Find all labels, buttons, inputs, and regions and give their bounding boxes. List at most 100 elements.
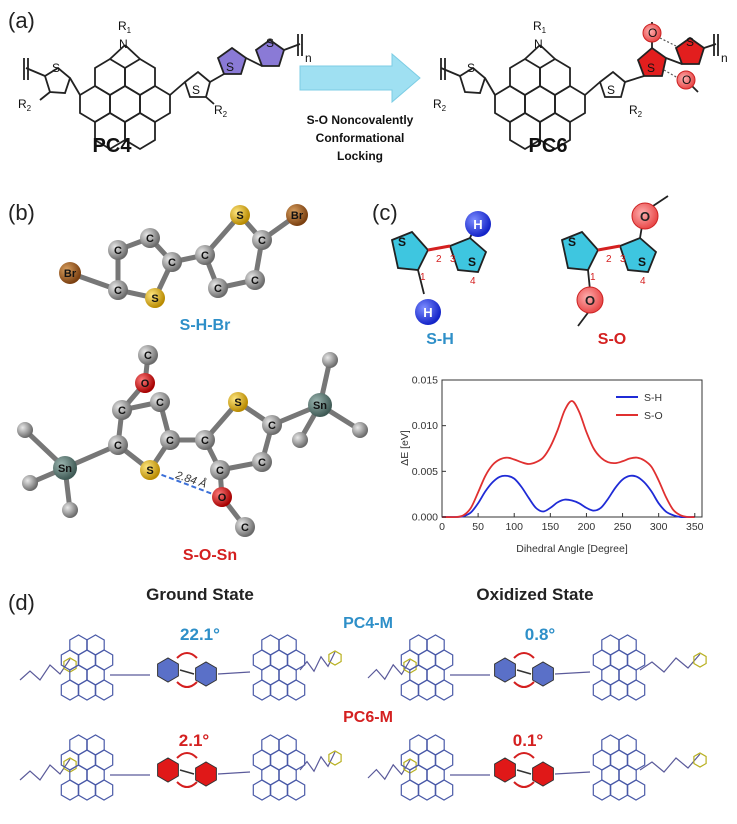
pc4-s-bithio2: S [266,36,274,50]
pc4-structure [23,34,303,151]
pc4-atom-labels: N R1 S S S S R2 R2 n [18,19,312,119]
pc6-o-bottom-label: O [682,73,691,87]
sh-h-bottom [415,299,441,325]
pc4-oxidized-model-chain-right [639,652,707,673]
pc4-oxidized-model-bithiophene [494,657,554,687]
svg-text:Br: Br [291,210,304,222]
svg-text:C: C [166,435,174,447]
svg-text:S: S [236,210,243,222]
pc6-oxygen-atoms [642,23,696,90]
x-tick-label: 0 [439,521,445,533]
pc4-ground-model-core-right [252,634,306,701]
pc6-ground-model-core-left [60,734,114,801]
arrow-caption-line3: Locking [337,149,383,163]
atom-c [252,452,272,472]
pc6-ground-model-rotation-arrow [176,781,198,788]
svg-text:2: 2 [606,254,612,265]
panel-b: (b) Br C C C C S C S C C C Br S-H-Br [8,200,368,564]
chart-ylabel: ΔE [eV] [399,430,411,466]
svg-text:C: C [258,235,266,247]
atom-sn [53,456,77,480]
pc6-oxidized-model-chain-right [639,752,707,773]
atom-s [228,392,248,412]
atom-c [195,245,215,265]
pc6-atom-labels: N R1 S S S S O O R2 R2 n [433,19,728,119]
pc6-oxidized-model-core-left [400,734,454,801]
panel-d: (d) Ground State Oxidized State PC4-M PC… [8,585,707,801]
svg-text:C: C [216,465,224,477]
x-tick-label: 200 [578,521,596,533]
svg-text:4: 4 [640,276,646,287]
pc6-ground-angle: 2.1° [179,731,210,750]
pc4-m-label: PC4-M [343,615,393,632]
pc4-r2-left: R2 [18,97,32,113]
atom-c [160,430,180,450]
svg-text:H: H [473,217,482,232]
oxidized-state-title: Oxidized State [476,585,593,604]
wireframe-models [19,634,707,801]
pc4-oxidized-angle: 0.8° [525,625,556,644]
pc4-ground-model-rotation-arrow [176,681,198,688]
pc6-nitrogen-label: N [534,37,543,51]
svg-text:S: S [151,293,158,305]
atom-s [145,288,165,308]
atom-c [108,240,128,260]
svg-text:O: O [585,293,595,308]
pc6-oxidized-model-rotation-arrow [513,752,535,759]
atom-o [212,487,232,507]
pc6-ground-model-rotation-arrow [176,752,198,759]
sh-structure [390,223,488,295]
pc6-s-locked1: S [647,61,655,75]
svg-text:S: S [568,235,576,249]
pc6-m-label: PC6-M [343,709,393,726]
svg-text:C: C [118,405,126,417]
pc4-s-right: S [192,83,200,97]
pc6-oxidized-model-rotation-arrow [513,781,535,788]
pc6-ground-model-chain-right [299,750,342,773]
x-tick-label: 300 [650,521,668,533]
svg-text:S: S [468,255,476,269]
svg-text:O: O [141,378,150,390]
svg-text:C: C [156,397,164,409]
svg-text:S: S [638,255,646,269]
pc6-oxidized-model-core-right [592,734,646,801]
sh-h-top [465,211,491,237]
atom-br [59,262,81,284]
pc6-oxidized-model-bithiophene [494,757,554,787]
pc6-n-subscript: n [721,51,728,65]
atom-methyl [352,422,368,438]
svg-text:O: O [218,492,227,504]
svg-text:S: S [146,465,153,477]
shbr-atoms: Br C C C C S C S C C C Br [59,204,308,308]
legend-label: S-H [644,392,662,404]
svg-text:C: C [251,275,259,287]
so-o-top [631,202,659,230]
y-tick-label: 0.000 [412,512,438,524]
sosn-caption: S-O-Sn [183,547,237,564]
svg-text:Br: Br [64,268,77,280]
chart-legend: S-HS-O [616,392,663,422]
arrow-caption: S-O Noncovalently Conformational Locking [307,113,414,163]
sosn-atoms: C O C C C C S Sn C S C O C C C Sn [17,345,368,537]
atom-br [286,204,308,226]
atom-c [162,252,182,272]
chart-frame [441,379,703,518]
svg-text:Sn: Sn [58,463,72,475]
sh-caption: S-H [426,331,454,348]
y-tick-label: 0.005 [412,466,438,478]
pc4-ground-model-core-left [60,634,114,701]
svg-text:O: O [640,209,650,224]
shbr-caption: S-H-Br [180,317,231,334]
atom-c [208,278,228,298]
atom-c [138,345,158,365]
svg-text:S: S [398,235,406,249]
y-tick-label: 0.015 [412,375,438,387]
pc6-oxygen-top [642,23,662,43]
atom-s [230,205,250,225]
svg-text:C: C [168,257,176,269]
pc4-nitrogen-label: N [119,37,128,51]
pc6-s-right: S [607,83,615,97]
svg-text:4: 4 [470,276,476,287]
